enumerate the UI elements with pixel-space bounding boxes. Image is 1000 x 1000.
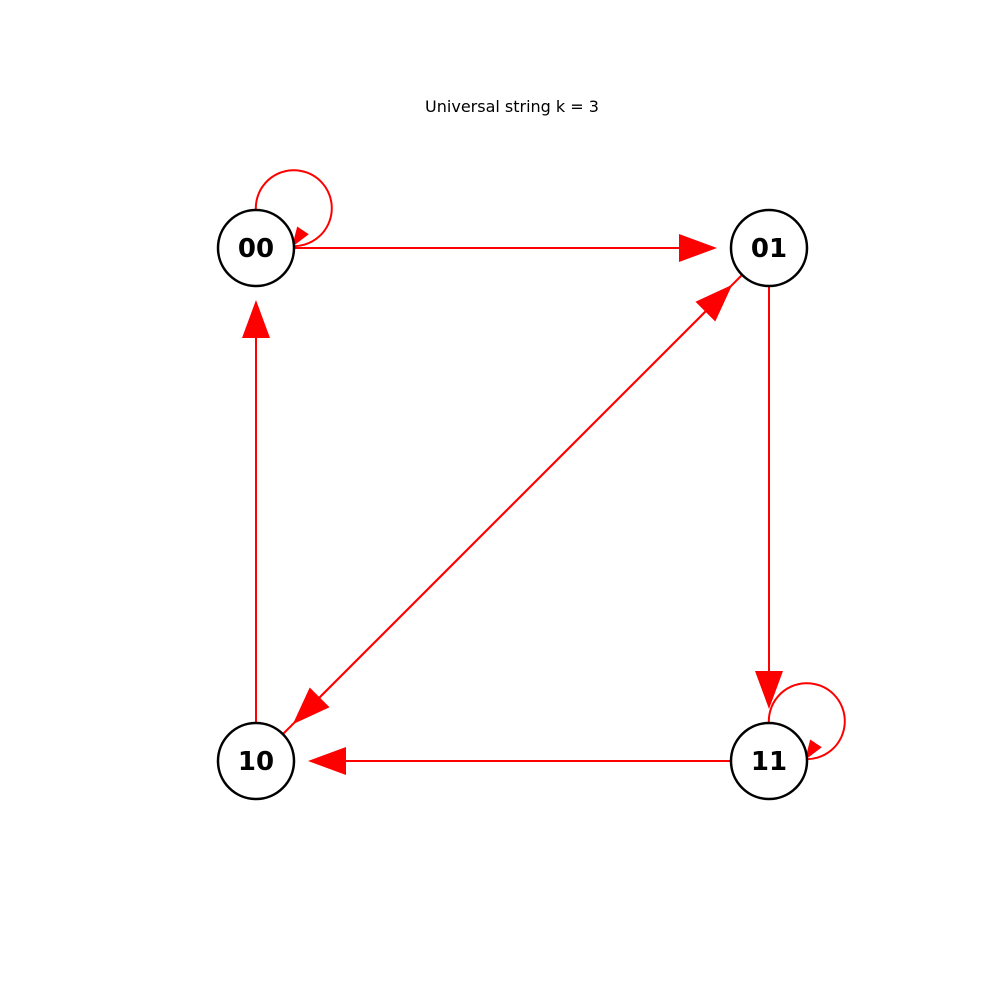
node-label: 10 bbox=[238, 747, 274, 777]
edge-00-to-00 bbox=[254, 169, 333, 248]
edge-11-to-11 bbox=[767, 682, 846, 761]
edge-10-to-01 bbox=[282, 284, 733, 735]
edge-11-to-10 bbox=[308, 747, 731, 775]
edge-arrowhead bbox=[679, 234, 717, 262]
self-loop-arrowhead bbox=[805, 739, 822, 760]
self-loop-line bbox=[254, 169, 333, 248]
self-loop-arrowhead bbox=[292, 226, 309, 247]
node-circle bbox=[729, 721, 809, 801]
edge-arrowhead bbox=[695, 284, 733, 322]
edge-00-to-01 bbox=[294, 234, 717, 262]
edge-arrowhead bbox=[755, 671, 783, 709]
diagram-title: Universal string k = 3 bbox=[425, 97, 599, 116]
node-10: 10 bbox=[216, 721, 296, 801]
node-circle bbox=[216, 208, 296, 288]
self-loop-line bbox=[767, 682, 846, 761]
node-label: 00 bbox=[238, 234, 274, 264]
node-label: 11 bbox=[751, 747, 787, 777]
edges-layer bbox=[242, 169, 846, 775]
edge-arrowhead bbox=[308, 747, 346, 775]
edge-01-to-11 bbox=[755, 286, 783, 709]
node-circle bbox=[216, 721, 296, 801]
node-label: 01 bbox=[751, 234, 787, 264]
edge-arrowhead bbox=[242, 300, 270, 338]
edge-10-to-00 bbox=[242, 300, 270, 723]
node-01: 01 bbox=[729, 208, 809, 288]
node-11: 11 bbox=[729, 721, 809, 801]
nodes-layer: 00 01 10 11 bbox=[216, 208, 809, 801]
node-00: 00 bbox=[216, 208, 296, 288]
edge-line bbox=[282, 309, 708, 735]
node-circle bbox=[729, 208, 809, 288]
